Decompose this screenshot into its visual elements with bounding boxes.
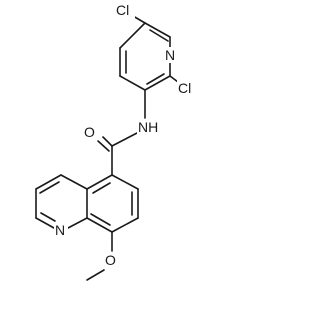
bond-q-c5-c6 — [111, 174, 139, 190]
atom-cl-top: Cl — [115, 2, 135, 18]
svg-text:N: N — [165, 47, 175, 63]
atom-n-pyridine: N — [163, 47, 177, 63]
bond-nh-carbonyl — [111, 132, 138, 147]
svg-text:NH: NH — [138, 119, 158, 135]
bond-q-c4a-c5 — [86, 174, 113, 190]
bond-c3-c4 — [119, 75, 146, 91]
atom-cl-right: Cl — [177, 80, 197, 96]
bond-q-c8-c8a — [86, 217, 113, 233]
molecule-structure: Cl N Cl NH O N O — [35, 2, 197, 281]
bond-q-c2-n1-inner — [40, 212, 56, 222]
bond-q-n1-c8a — [67, 217, 88, 229]
bond-carbonyl-o-1 — [102, 136, 113, 147]
svg-text:O: O — [84, 124, 95, 140]
svg-text:N: N — [55, 222, 65, 238]
bond-c5top-c — [119, 22, 146, 49]
bond-c5-c6 — [144, 22, 171, 38]
bond-c2-cl — [169, 75, 179, 83]
bond-q-c7-c8 — [111, 217, 139, 233]
bond-q-c4a-c5-inner — [92, 182, 111, 194]
atom-n-quinoline: N — [54, 222, 68, 238]
svg-text:O: O — [105, 252, 116, 268]
atom-o-carbonyl: O — [83, 124, 97, 140]
atom-o-methoxy: O — [104, 252, 118, 268]
bond-q-c4a-c4 — [60, 174, 88, 190]
bond-carbonyl-o-2 — [97, 140, 110, 152]
bond-o-ch3 — [86, 269, 105, 281]
bond-q-c4-c3 — [35, 174, 62, 190]
bond-q-c8-c8a-inner — [90, 213, 111, 226]
bond-c2-c3 — [144, 75, 171, 91]
bond-c5-c6-inner — [149, 29, 169, 42]
svg-text:Cl: Cl — [116, 2, 129, 18]
svg-text:Cl: Cl — [178, 80, 191, 96]
atom-nh-amide: NH — [137, 119, 162, 135]
bond-c2-c3-inner — [146, 73, 165, 85]
bond-q-c2-n1 — [35, 217, 55, 229]
bond-q-c4-c3-inner — [39, 181, 60, 194]
